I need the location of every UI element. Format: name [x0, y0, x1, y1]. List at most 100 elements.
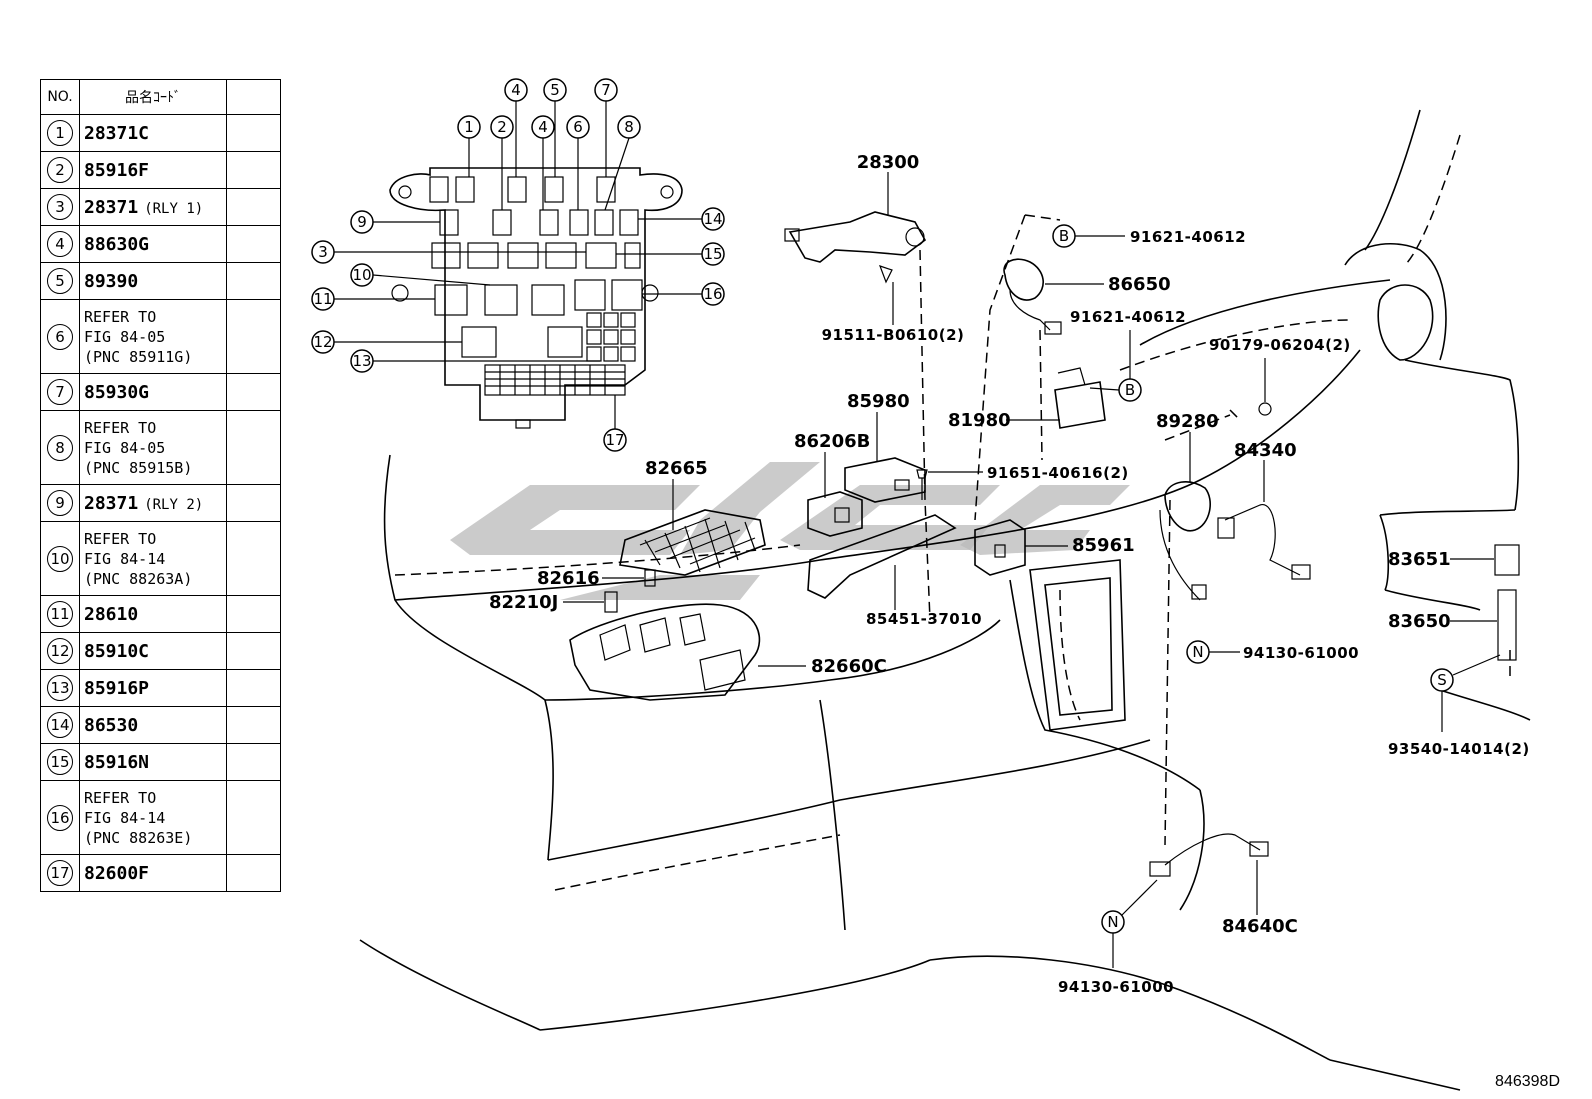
label-91621-a: 91621-40612 — [1130, 228, 1246, 246]
legend-row-number: 17 — [40, 854, 80, 892]
legend-row-extra — [226, 780, 281, 855]
svg-text:6: 6 — [573, 118, 583, 136]
legend-row-extra — [226, 225, 281, 263]
legend-row: 4 88630G — [40, 225, 281, 263]
callout-top-8: 8 — [604, 115, 641, 211]
svg-text:11: 11 — [313, 290, 332, 308]
vehicle-body-outline — [359, 109, 1531, 1091]
legend-row-code-text: 82600F — [84, 862, 150, 884]
legend-row-code: 85916N — [79, 743, 227, 781]
svg-text:17: 17 — [605, 431, 624, 449]
legend-row-number: 14 — [40, 706, 80, 744]
legend-row-code: 28371(RLY 2) — [79, 484, 227, 522]
ref-s-1: S — [1430, 668, 1454, 692]
svg-text:9: 9 — [357, 213, 367, 231]
legend-row-number-circle: 10 — [47, 545, 73, 572]
svg-text:4: 4 — [511, 81, 521, 99]
svg-text:1: 1 — [464, 118, 474, 136]
svg-text:14: 14 — [703, 210, 722, 228]
label-28300: 28300 — [857, 152, 920, 173]
legend-row-number-circle: 2 — [47, 157, 73, 183]
callout-right-15: 15 — [616, 242, 725, 266]
callout-right-14: 14 — [638, 207, 725, 231]
legend-row-code-text: 88630G — [84, 233, 150, 255]
callout-left-9: 9 — [350, 210, 440, 234]
ref-b-1: B — [1052, 224, 1076, 248]
legend-row-number-circle: 4 — [47, 231, 73, 257]
callout-top-3: 7 — [594, 78, 618, 177]
svg-text:N: N — [1107, 913, 1118, 931]
label-85980: 85980 — [847, 391, 910, 412]
legend-row-code-text: REFER TO FIG 84-14 (PNC 88263E) — [84, 788, 193, 847]
legend-row: 10 REFER TO FIG 84-14 (PNC 88263A) — [40, 521, 281, 596]
label-91511: 91511-B0610(2) — [822, 326, 965, 344]
legend-row-number: 5 — [40, 262, 80, 300]
legend-row-note: (RLY 1) — [144, 200, 204, 217]
ref-n-1: N — [1186, 640, 1210, 664]
callout-top-6: 4 — [531, 115, 555, 210]
label-85961: 85961 — [1072, 535, 1135, 556]
legend-row-code-text: 28371C — [84, 122, 150, 144]
legend-row-number: 16 — [40, 780, 80, 855]
callout-top-4: 1 — [457, 115, 481, 177]
legend-row-number-circle: 7 — [47, 379, 73, 405]
label-91651: 91651-40616(2) — [987, 464, 1129, 482]
part-labels: 28300 91511-B0610(2) B 91621-40612 86650… — [489, 152, 1529, 996]
label-91621-b: 91621-40612 — [1070, 308, 1186, 326]
legend-row-code-text: 28371 — [84, 196, 139, 218]
label-94130-a: 94130-61000 — [1243, 644, 1359, 662]
callout-top-5: 2 — [490, 115, 514, 210]
label-89280: 89280 — [1156, 411, 1219, 432]
label-94130-b: 94130-61000 — [1058, 978, 1174, 996]
callout-top-1: 4 — [504, 78, 528, 177]
legend-row-number-circle: 11 — [47, 601, 73, 627]
svg-text:16: 16 — [703, 285, 722, 303]
legend-row-number: 4 — [40, 225, 80, 263]
legend-row-code-text: REFER TO FIG 84-14 (PNC 88263A) — [84, 529, 193, 588]
label-84640c: 84640C — [1222, 916, 1298, 937]
label-82210j: 82210J — [489, 592, 558, 613]
legend-row-code: REFER TO FIG 84-14 (PNC 88263A) — [79, 521, 227, 596]
legend-row-code-text: 85916F — [84, 159, 150, 181]
legend-row-number: 9 — [40, 484, 80, 522]
legend-row-code: REFER TO FIG 84-05 (PNC 85915B) — [79, 410, 227, 485]
svg-text:4: 4 — [538, 118, 548, 136]
legend-row-extra — [226, 854, 281, 892]
svg-text:12: 12 — [313, 333, 332, 351]
label-86206b: 86206B — [794, 431, 870, 452]
callout-left-10: 10 — [350, 263, 491, 287]
svg-text:10: 10 — [352, 266, 371, 284]
legend-row-extra — [226, 188, 281, 226]
svg-text:N: N — [1192, 643, 1203, 661]
callout-right-16: 16 — [642, 282, 725, 306]
legend-header-name: 品名ｺｰﾄﾞ — [79, 79, 227, 115]
legend-header-no: NO. — [40, 79, 80, 115]
legend-row-number-circle: 6 — [47, 323, 73, 350]
svg-text:5: 5 — [550, 81, 560, 99]
component-drawings — [569, 211, 1520, 877]
legend-row-extra — [226, 114, 281, 152]
legend-row-number: 13 — [40, 669, 80, 707]
svg-text:2: 2 — [497, 118, 507, 136]
label-84340: 84340 — [1234, 440, 1297, 461]
ref-b-2: B — [1118, 378, 1142, 402]
label-81980: 81980 — [948, 410, 1011, 431]
legend-row-code: 85916F — [79, 151, 227, 189]
label-90179: 90179-06204(2) — [1209, 336, 1351, 354]
svg-text:3: 3 — [318, 243, 328, 261]
legend-row-number-circle: 16 — [47, 804, 73, 831]
junction-block-drawing — [389, 167, 683, 429]
svg-text:B: B — [1125, 381, 1135, 399]
legend-row-extra — [226, 373, 281, 411]
legend-row-extra — [226, 410, 281, 485]
legend-row-code-text: 89390 — [84, 270, 139, 292]
legend-row-code: REFER TO FIG 84-05 (PNC 85911G) — [79, 299, 227, 374]
label-83650: 83650 — [1388, 611, 1451, 632]
